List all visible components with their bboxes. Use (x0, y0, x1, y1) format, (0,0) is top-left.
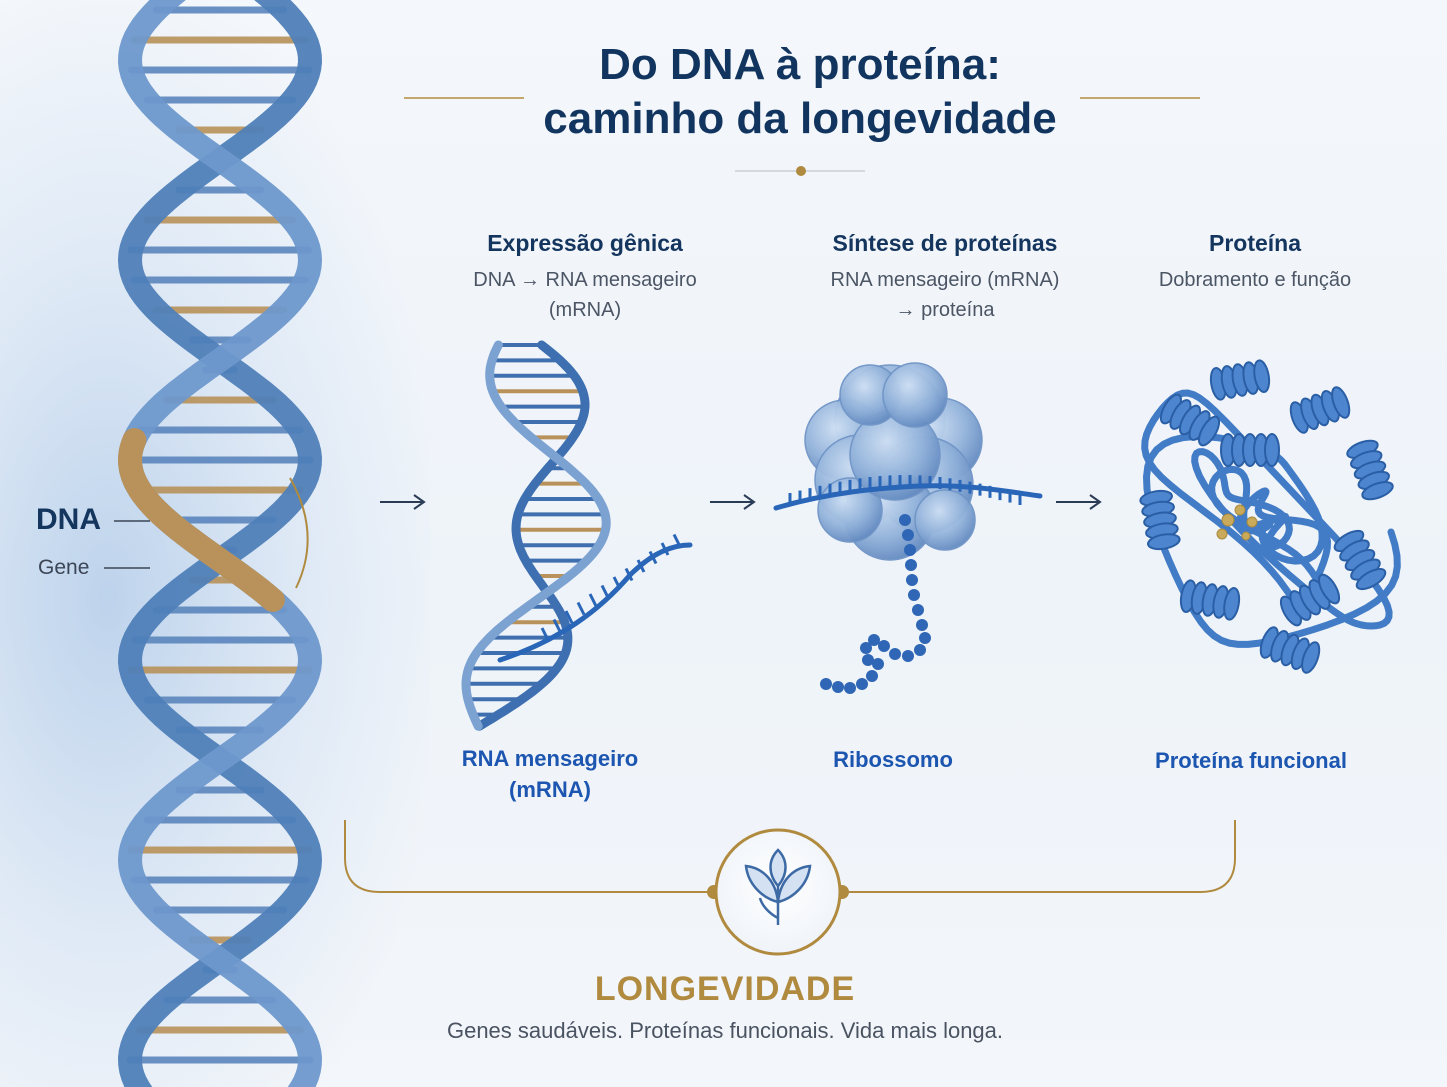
leaf-icon (744, 848, 812, 925)
step-1-label-line-2: (mRNA) (509, 777, 591, 802)
step-2-subtitle-line-1: RNA mensageiro (mRNA) (830, 269, 1060, 291)
arrow-right-icon (380, 494, 426, 510)
title-line-1: Do DNA à proteína: (599, 40, 1001, 89)
dna-double-helix (117, 0, 323, 1087)
longevity-tagline: Genes saudáveis. Proteínas funcionais. V… (446, 1018, 1004, 1043)
title-line-2: caminho da longevidade (543, 94, 1057, 143)
arrow-right-icon (1056, 494, 1102, 510)
step-3-label: Proteína funcional (1155, 748, 1347, 773)
step-2-subtitle: RNA mensageiro (mRNA) → proteína (795, 265, 1095, 325)
step-2-heading: Síntese de proteínas (832, 230, 1058, 256)
step-1-subtitle-line-1: DNA → RNA mensageiro (473, 269, 697, 291)
page-title: Do DNA à proteína: caminho da longevidad… (470, 38, 1130, 146)
step-2-label: Ribossomo (833, 747, 953, 772)
step-1-subtitle-line-2: (mRNA) (548, 299, 622, 321)
step-2-subtitle-line-2: → proteína (895, 299, 995, 321)
gene-bracket (289, 477, 309, 589)
folded-protein-illustration (1139, 359, 1401, 674)
transcription-illustration (461, 340, 693, 731)
step-1-label-line-1: RNA mensageiro (461, 746, 639, 771)
step-3-heading: Proteína (1208, 230, 1302, 256)
step-1-subtitle: DNA → RNA mensageiro (mRNA) (435, 265, 735, 325)
gene-label: Gene (38, 556, 90, 579)
arrow-right-icon (710, 494, 756, 510)
step-3-subtitle: Dobramento e função (1158, 269, 1352, 291)
dna-label: DNA (36, 503, 101, 536)
title-decoration (404, 97, 1200, 176)
step-1-label: RNA mensageiro (mRNA) (400, 743, 700, 805)
longevity-heading: LONGEVIDADE (594, 970, 856, 1008)
step-1-heading: Expressão gênica (487, 230, 683, 256)
ribosome-illustration (773, 362, 1043, 694)
